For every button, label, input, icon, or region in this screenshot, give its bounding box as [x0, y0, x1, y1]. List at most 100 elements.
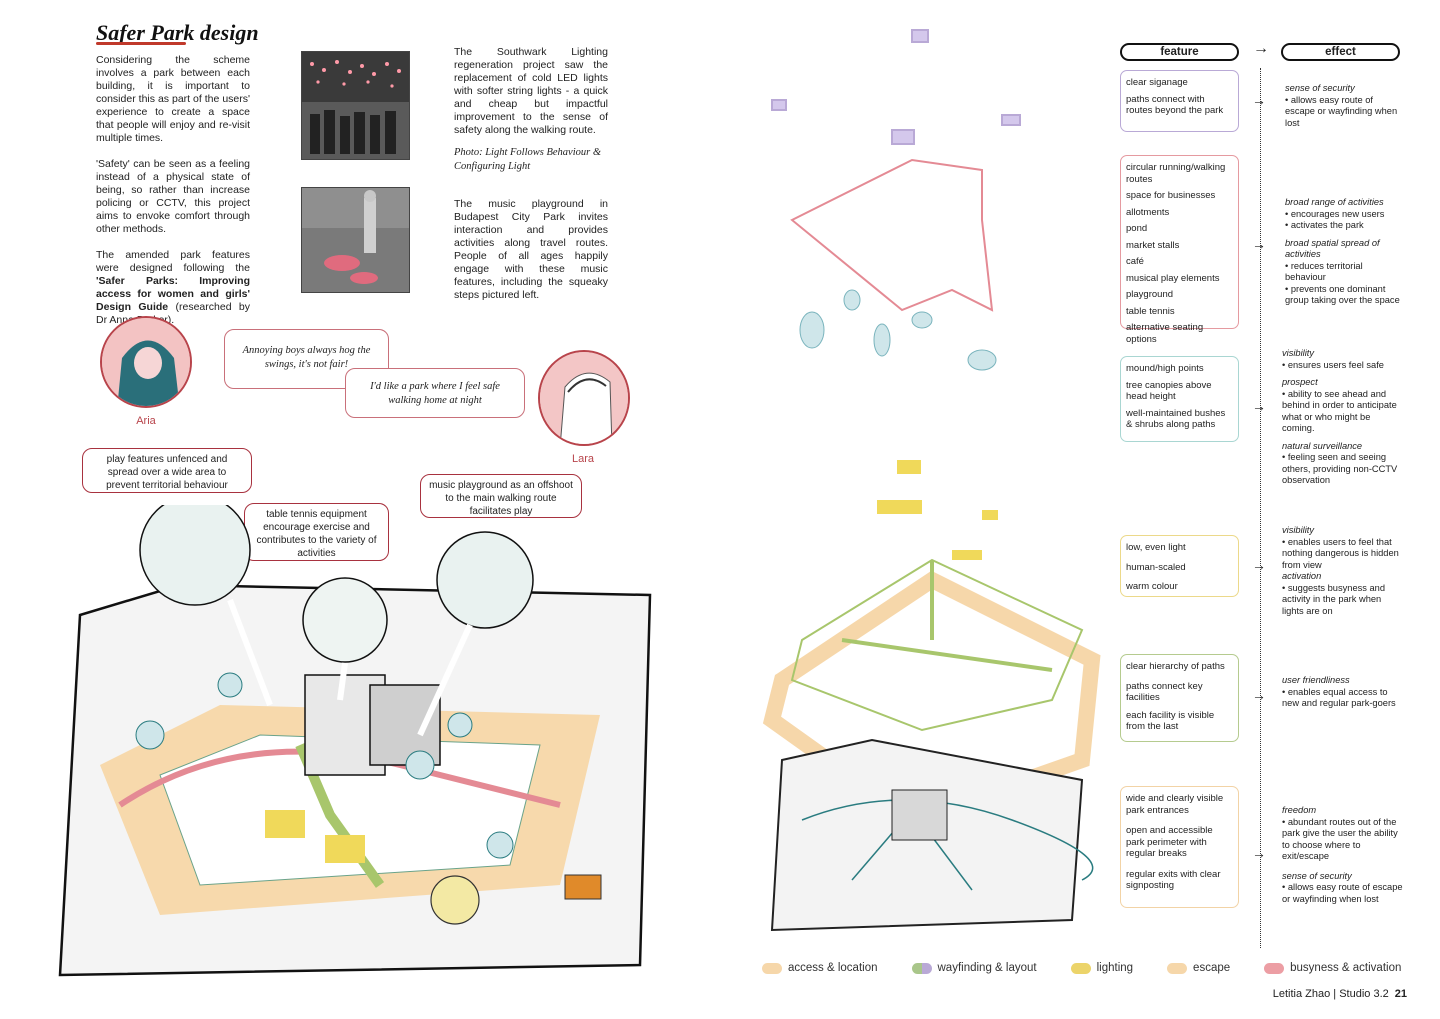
feature-item: each facility is visible from the last — [1126, 709, 1215, 733]
row-arrow: → — [1252, 557, 1266, 573]
effect-block-entrances: freedom • abundant routes out of the par… — [1282, 805, 1406, 905]
feature-item: space for businesses — [1126, 190, 1216, 201]
feature-item: paths connect key facilities — [1126, 680, 1203, 704]
feature-box-entrances: wide and clearly visible park entrances … — [1120, 786, 1239, 908]
effect-heading: broad range of activities — [1285, 197, 1384, 207]
guide-text-before: The amended park features were designed … — [96, 249, 250, 274]
legend-item: wayfinding & layout — [911, 962, 1037, 974]
lara-name: Lara — [571, 453, 595, 465]
legend-label: busyness & activation — [1290, 962, 1402, 974]
feature-item: tree canopies above head height — [1126, 379, 1212, 403]
feature-item: well-maintained bushes & shrubs along pa… — [1126, 407, 1226, 431]
effect-heading: freedom — [1282, 805, 1317, 815]
effect-heading: activation — [1282, 571, 1322, 581]
page-title: Safer Park design — [96, 20, 259, 45]
legend-label: escape — [1193, 962, 1231, 974]
string-lights-photo — [301, 51, 410, 160]
feature-item: open and accessible park perimeter with … — [1126, 825, 1213, 859]
feature-box-lighting: low, even light human-scaled warm colour — [1120, 535, 1239, 597]
effect-bullet: • reduces territorial behaviour — [1285, 260, 1363, 283]
legend-swatch — [1264, 962, 1285, 974]
legend-label: lighting — [1096, 962, 1134, 974]
legend-item: access & location — [762, 962, 878, 974]
legend-label: wayfinding & layout — [937, 962, 1037, 974]
feature-item: musical play elements — [1126, 272, 1220, 284]
effect-bullet: • allows easy route of escape or wayfind… — [1282, 882, 1403, 904]
effect-bullet: • activates the park — [1285, 220, 1364, 230]
intro-paragraph-2: 'Safety' can be seen as a feeling instea… — [96, 158, 250, 235]
feature-header: feature — [1120, 43, 1239, 61]
legend-label: access & location — [788, 962, 878, 974]
intro-text: Considering the scheme involves a park b… — [96, 54, 250, 340]
legend-swatch — [1167, 962, 1188, 974]
effect-heading: prospect — [1282, 377, 1318, 387]
feature-item: alternative seating options — [1126, 322, 1204, 345]
feature-item: playground — [1126, 289, 1174, 300]
legend-swatch — [762, 962, 782, 974]
effect-heading: visibility — [1282, 525, 1315, 535]
title-underline — [96, 42, 186, 45]
music-text: The music playground in Budapest City Pa… — [454, 198, 608, 301]
effect-bullet: • ensures users feel safe — [1282, 359, 1384, 370]
effect-heading: sense of security — [1282, 870, 1352, 881]
aria-avatar — [100, 316, 192, 408]
feature-box-signage: clear siganage paths connect with routes… — [1120, 70, 1239, 132]
park-axonometric-illustration — [58, 505, 652, 977]
legend-swatch — [911, 962, 932, 974]
effect-bullet: • suggests busyness and activity in the … — [1282, 582, 1386, 616]
effect-bullet: • abundant routes out of the park give t… — [1282, 816, 1398, 862]
effect-bullet: • ability to see ahead and behind in ord… — [1282, 388, 1397, 434]
effect-bullet: • feeling seen and seeing others, provid… — [1282, 452, 1398, 485]
aria-name: Aria — [136, 415, 156, 427]
feature-item: allotments — [1126, 206, 1170, 218]
row-arrow: → — [1252, 92, 1266, 108]
callout-table-tennis: table tennis equipment encourage exercis… — [244, 503, 389, 561]
feature-item: pond — [1126, 223, 1148, 234]
legend-item: lighting — [1070, 962, 1134, 974]
row-arrow: → — [1252, 236, 1266, 252]
effect-block-visibility: visibility • ensures users feel safe pro… — [1282, 348, 1404, 487]
feature-item: regular exits with clear signposting — [1126, 868, 1221, 892]
feature-item: low, even light — [1126, 542, 1186, 553]
feature-item: paths connect with routes beyond the par… — [1126, 93, 1224, 117]
footer-author: Letitia Zhao | Studio 3.2 — [1272, 988, 1389, 1000]
effect-block-activities: broad range of activities • encourages n… — [1285, 197, 1403, 307]
feature-item: warm colour — [1126, 581, 1178, 592]
feature-item: mound/high points — [1126, 363, 1204, 374]
effect-heading: broad spatial spread of activities — [1285, 237, 1380, 260]
row-arrow: → — [1252, 845, 1266, 861]
effect-block-paths: user friendliness • enables equal access… — [1282, 675, 1404, 710]
callout-play-features: play features unfenced and spread over a… — [82, 448, 252, 493]
feature-item: market stalls — [1126, 239, 1180, 251]
feature-item: clear siganage — [1126, 77, 1188, 88]
lara-quote: I'd like a park where I feel safe walkin… — [345, 368, 525, 418]
legend-item: busyness & activation — [1264, 962, 1401, 974]
effect-header: effect — [1281, 43, 1400, 61]
feature-item: circular running/walking routes — [1126, 162, 1226, 185]
footer: Letitia Zhao | Studio 3.2 21 — [1273, 988, 1407, 1000]
feature-item: café — [1126, 256, 1144, 267]
feature-item: human-scaled — [1126, 561, 1186, 573]
feature-item: wide and clearly visible park entrances — [1126, 793, 1224, 816]
effect-block-lighting: visibility • enables users to feel that … — [1282, 525, 1404, 617]
dotted-divider — [1260, 68, 1261, 948]
page-number: 21 — [1394, 988, 1407, 1000]
effect-bullet: • encourages new users — [1285, 208, 1385, 219]
lara-avatar — [538, 350, 630, 446]
effect-heading: sense of security — [1285, 83, 1355, 93]
effect-heading: user friendliness — [1282, 675, 1350, 685]
header-arrow: → — [1253, 40, 1269, 57]
effect-block-signage: sense of security • allows easy route of… — [1285, 83, 1403, 129]
guide-title: 'Safer Parks: Improving access for women… — [96, 275, 250, 313]
photo-caption: Photo: Light Follows Behaviour & Configu… — [454, 147, 601, 172]
feature-box-visibility: mound/high points tree canopies above he… — [1120, 356, 1239, 442]
lighting-text: The Southwark Lighting regeneration proj… — [454, 46, 608, 136]
effect-heading: natural surveillance — [1282, 440, 1363, 451]
effect-bullet: • prevents one dominant group taking ove… — [1285, 283, 1400, 306]
music-playground-photo — [301, 187, 410, 293]
legend: access & location wayfinding & layout li… — [762, 962, 1401, 974]
intro-paragraph-1: Considering the scheme involves a park b… — [96, 54, 250, 144]
exploded-layers-illustration — [762, 29, 1101, 932]
effect-bullet: • enables users to feel that nothing dan… — [1282, 536, 1399, 570]
guide-paragraph: The amended park features were designed … — [96, 249, 250, 327]
